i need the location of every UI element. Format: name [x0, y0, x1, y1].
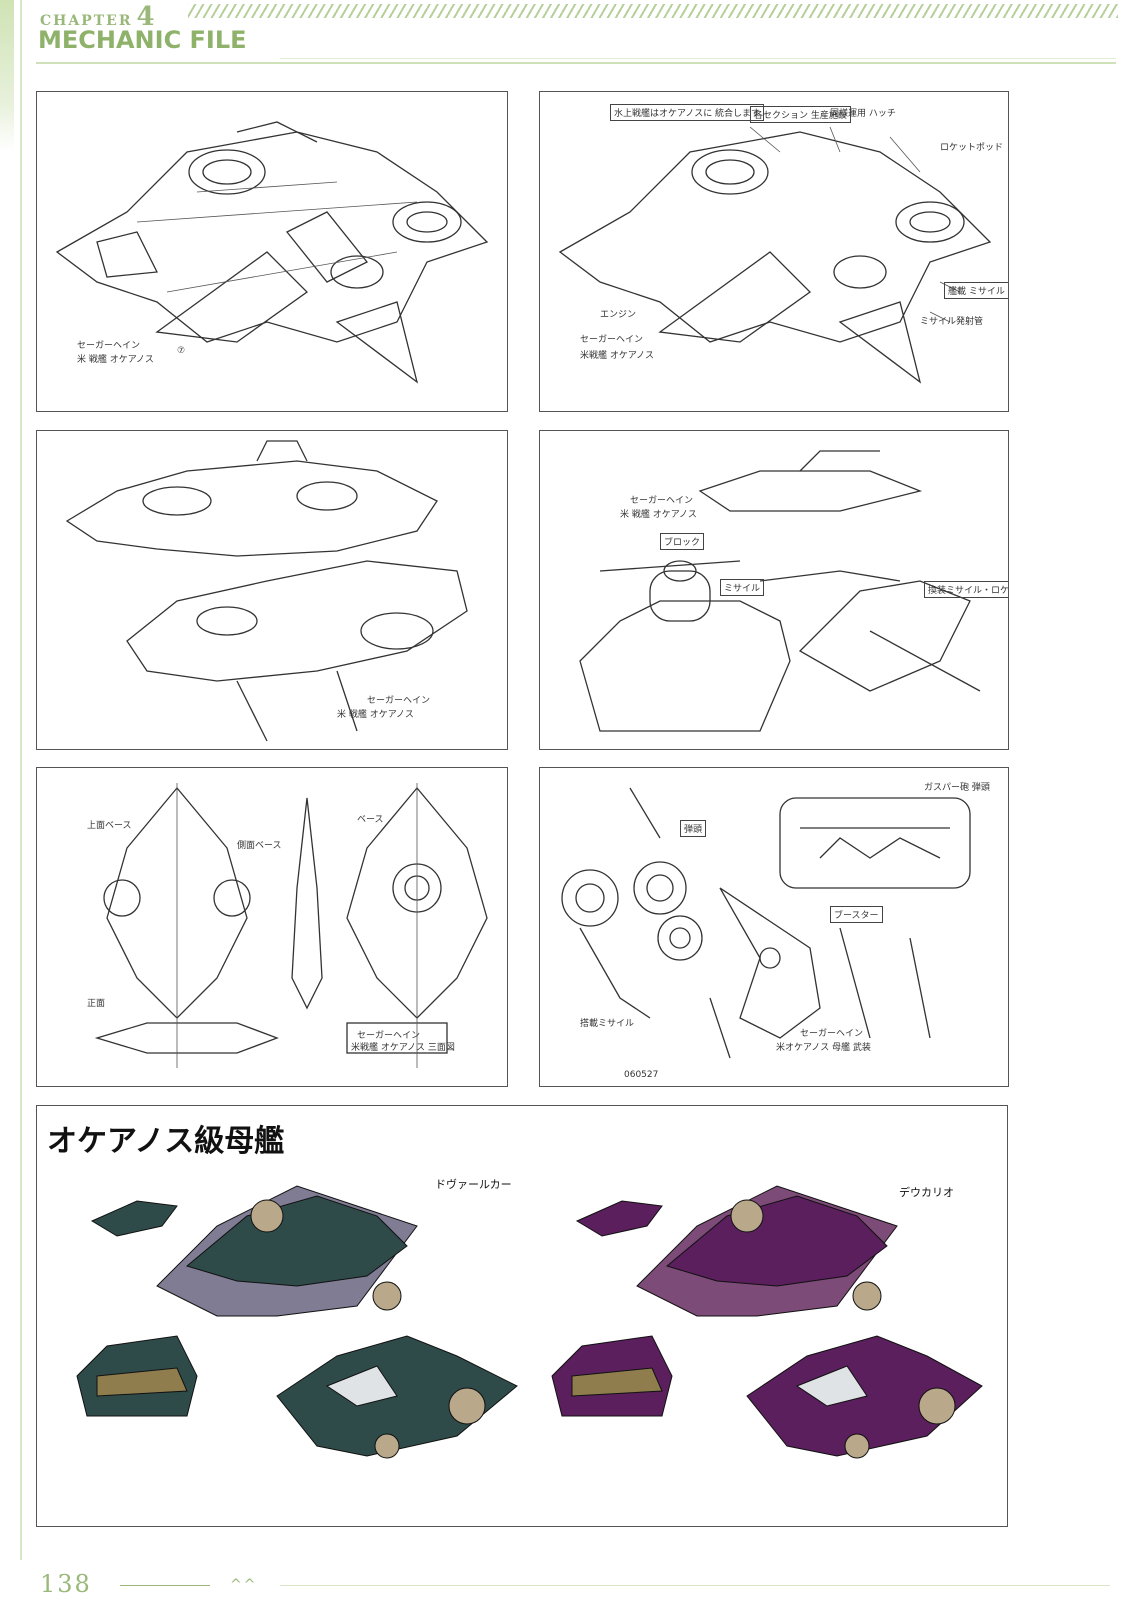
sketch-note: 側面ベース — [237, 841, 282, 851]
sketch-note: ⑦ — [177, 346, 186, 356]
sketch-note: 上面ベース — [87, 821, 132, 831]
variant-label-deucalio: デウカリオ — [899, 1186, 954, 1199]
sketch-callout: 同様運用 ハッチ — [830, 109, 896, 119]
sketch-note: 搭載ミサイル — [580, 1019, 635, 1029]
sketch-panel-4: セーガーヘイン 米 戦艦 オケアノス ブロック ミサイル 換装ミサイル・ロケット — [539, 430, 1009, 750]
sketch-note: セーガーヘイン — [800, 1029, 864, 1039]
sketch-callout: 艦載 ミサイル — [944, 282, 1008, 299]
sketch-callout: 各セクション 生産施設 — [750, 106, 851, 123]
sketch-callout: エンジン — [600, 310, 637, 320]
sketch-panel-6: ガスパー砲 弾頭 弾頭 ブースター セーガーヘイン 米オケアノス 母艦 武装 搭… — [539, 767, 1009, 1087]
sketch-note: 米戦艦 オケアノス — [580, 351, 655, 361]
sketch-panel-5: 上面ベース 側面ベース ベース 正面 セーガーヘイン 米戦艦 オケアノス 三面図 — [36, 767, 508, 1087]
ship-sketch-orthographic — [94, 783, 488, 1068]
sketch-note: 米 戦艦 オケアノス — [620, 510, 697, 520]
variant-1-ships — [76, 1185, 518, 1459]
sketch-note: セーガーヘイン — [357, 1031, 421, 1041]
color-design-panel: オケアノス級母艦 ドヴァールカー デウカリオ — [36, 1105, 1008, 1527]
sketch-panel-2: 水上戦艦はオケアノスに 統合します 各セクション 生産施設 同様運用 ハッチ ロ… — [539, 91, 1009, 412]
sketch-panel-3: セーガーヘイン 米 戦艦 オケアノス — [36, 430, 508, 750]
sketch-note: セーガーヘイン — [580, 335, 644, 345]
sketch-note: 米 戦艦 オケアノス — [77, 355, 154, 365]
sketch-panel-1: セーガーヘイン 米 戦艦 オケアノス ⑦ — [36, 91, 508, 412]
header-divider-thin — [280, 58, 1116, 59]
sketch-callout: 弾頭 — [680, 820, 707, 837]
ship-sketch-perspective-2 — [558, 126, 992, 384]
sketch-callout: ミサイル発射管 — [920, 317, 984, 327]
chapter-label: CHAPTER — [40, 13, 133, 29]
section-title: MECHANIC FILE — [38, 26, 247, 54]
sketch-callout: ブースター — [830, 906, 883, 923]
page-number: 138 — [40, 1570, 92, 1598]
footer-chevrons: ^^ — [230, 1577, 258, 1593]
footer-divider-long — [280, 1585, 1110, 1586]
sketch-callout: ブロック — [660, 533, 705, 550]
variant-2-ships — [551, 1185, 983, 1459]
sketch-note: 正面 — [87, 999, 106, 1009]
chapter-number: 4 — [136, 2, 157, 32]
sketch-note: ガスパー砲 弾頭 — [924, 783, 990, 793]
ship-sketch-details — [579, 450, 981, 732]
ship-sketch-side-views — [65, 440, 468, 742]
sketch-note: ベース — [357, 815, 384, 825]
sketch-note: 060527 — [624, 1070, 659, 1080]
header-divider — [36, 62, 1116, 64]
variant-label-dvaraka: ドヴァールカー — [435, 1178, 512, 1191]
ship-sketch-perspective-1 — [55, 121, 489, 384]
sketch-note: セーガーヘイン — [77, 341, 141, 351]
sketch-callout: 水上戦艦はオケアノスに 統合します — [610, 104, 765, 121]
weapon-sketch-details — [561, 787, 971, 1059]
sketch-note: 米戦艦 オケアノス 三面図 — [351, 1043, 455, 1053]
header-hatch-decoration — [188, 4, 1118, 18]
sketch-note: 米オケアノス 母艦 武装 — [776, 1043, 871, 1053]
footer-divider — [120, 1585, 210, 1586]
sketch-note: 米 戦艦 オケアノス — [337, 710, 414, 720]
sketch-note: セーガーヘイン — [630, 496, 694, 506]
sketch-callout: 換装ミサイル・ロケット — [924, 581, 1008, 598]
sketch-note: セーガーヘイン — [367, 696, 431, 706]
sketch-callout: ミサイル — [720, 579, 765, 596]
color-panel-title: オケアノス級母艦 — [47, 1124, 285, 1159]
color-ship-illustrations — [76, 1185, 983, 1459]
left-rail-decoration — [0, 0, 22, 1560]
sketch-callout: ロケットポッド — [940, 143, 1004, 153]
